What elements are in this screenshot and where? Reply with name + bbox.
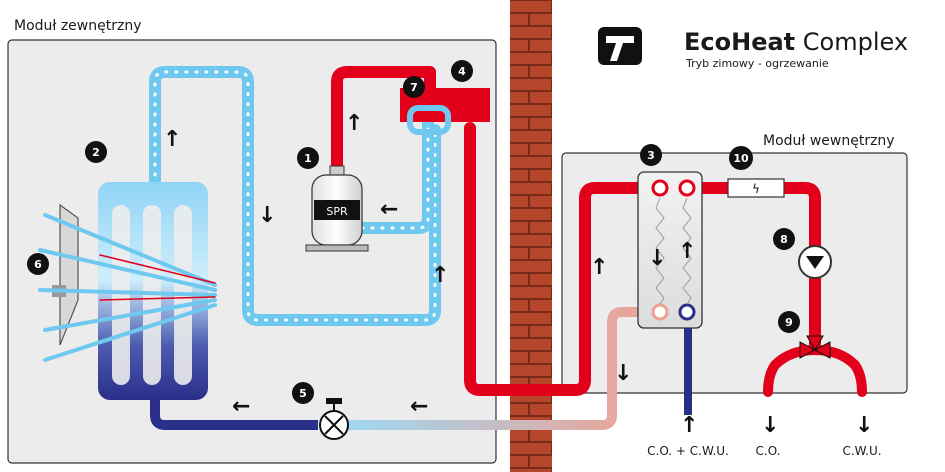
label-co: C.O. <box>756 444 781 458</box>
badge-4: 4 <box>451 60 473 82</box>
indoor-module-label: Moduł wewnętrzny <box>763 133 895 149</box>
heater-symbol: ϟ <box>752 182 760 196</box>
svg-text:1: 1 <box>304 152 312 165</box>
arrow-up-hx: ↑ <box>678 239 696 264</box>
arrow-down-cwu: ↓ <box>855 413 873 438</box>
badge-10: 10 <box>729 146 753 170</box>
arrow-left-2: ← <box>232 394 250 419</box>
badge-5: 5 <box>292 382 314 404</box>
arrow-up-1: ↑ <box>163 127 181 152</box>
svg-text:7: 7 <box>410 81 418 94</box>
electric-heater <box>727 178 785 198</box>
brand-subtitle: Tryb zimowy - ogrzewanie <box>685 57 829 70</box>
label-cwu: C.W.U. <box>842 444 881 458</box>
plate-heat-exchanger <box>637 171 703 329</box>
arrow-down-2: ↓ <box>614 361 632 386</box>
badge-3: 3 <box>640 144 662 166</box>
svg-text:6: 6 <box>34 258 42 271</box>
arrow-down-hx: ↓ <box>648 246 666 271</box>
cold-refrigerant-line <box>149 66 441 326</box>
arrow-up-2: ↑ <box>345 111 363 136</box>
ecoheat-logo <box>598 27 642 65</box>
badge-7: 7 <box>403 76 425 98</box>
badge-1: 1 <box>297 147 319 169</box>
distributor-cold-loop <box>407 105 451 135</box>
compressor-label: SPR <box>326 205 348 218</box>
svg-text:10: 10 <box>733 152 749 165</box>
circulation-pump <box>798 245 832 279</box>
arrow-down-co: ↓ <box>761 413 779 438</box>
compressor <box>305 165 369 252</box>
airflow-arrows <box>38 213 217 362</box>
three-way-valve <box>799 335 831 359</box>
expansion-to-evaporator-pipe <box>150 385 318 430</box>
badge-8: 8 <box>773 228 795 250</box>
flow-arrows: ↑ ↑ ↓ ← ↑ ↑ ↓ ↓ ↑ ← ← ↑ ↓ ↓ <box>163 111 873 438</box>
svg-text:5: 5 <box>299 387 307 400</box>
arrow-up-co-cwu: ↑ <box>680 413 698 438</box>
expansion-valve <box>319 398 349 440</box>
badge-6: 6 <box>27 253 49 275</box>
svg-text:9: 9 <box>785 316 793 329</box>
arrow-up-3: ↑ <box>431 263 449 288</box>
svg-text:2: 2 <box>92 146 100 159</box>
svg-text:4: 4 <box>458 65 466 78</box>
brick-wall <box>510 0 552 472</box>
fan <box>52 203 79 346</box>
arrow-left-1: ← <box>380 197 398 222</box>
label-co-cwu: C.O. + C.W.U. <box>647 444 729 458</box>
arrow-up-4: ↑ <box>590 255 608 280</box>
arrow-down-1: ↓ <box>258 203 276 228</box>
brand-title: EcoHeat Complex <box>684 28 908 56</box>
warm-return-pipe <box>345 307 660 430</box>
svg-text:8: 8 <box>780 233 788 246</box>
badge-2: 2 <box>85 141 107 163</box>
badge-9: 9 <box>778 311 800 333</box>
outdoor-module-label: Moduł zewnętrzny <box>14 18 141 34</box>
arrow-left-3: ← <box>410 394 428 419</box>
svg-text:3: 3 <box>647 149 655 162</box>
